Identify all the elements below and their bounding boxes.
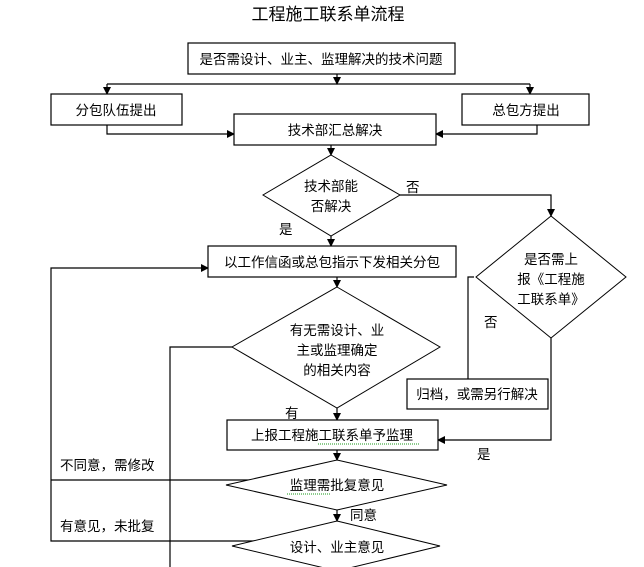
node-question: 是否需设计、业主、监理解决的技术问题 xyxy=(187,42,456,75)
node-subcontractor-label: 分包队伍提出 xyxy=(76,103,157,119)
edge-label-yes-2: 是 xyxy=(477,447,491,463)
arrow-gen-to-tech xyxy=(435,125,538,138)
edge-label-agree: 同意 xyxy=(350,507,377,524)
node-report-supervisor: 上报工程施工联系单予监理 xyxy=(226,419,439,451)
decision-design-owner: 设计、业主意见 xyxy=(231,520,441,567)
node-report-supervisor-label: 上报工程施工联系单予监理 xyxy=(251,428,413,444)
decision-supervisor-reply-label: 监理需批复意见 xyxy=(290,477,385,494)
decision-needs-confirm-line1: 有无需设计、业 xyxy=(290,323,385,339)
node-tech-dept: 技术部汇总解决 xyxy=(233,113,437,146)
decision-need-report-line2: 报《工程施 xyxy=(517,272,585,288)
node-archive: 归档，或需另行解决 xyxy=(406,378,549,410)
edge-label-has: 有 xyxy=(285,406,299,422)
node-question-label: 是否需设计、业主、监理解决的技术问题 xyxy=(200,52,443,68)
decision-supervisor-reply: 监理需批复意见 xyxy=(225,459,448,511)
decision-need-report-line3: 工联系单》 xyxy=(517,292,585,308)
arrow-sub-to-tech xyxy=(106,125,235,138)
decision-need-report: 是否需上 报《工程施 工联系单》 xyxy=(475,215,627,339)
decision-can-solve-line2: 否解决 xyxy=(311,199,352,215)
arrow-report-no xyxy=(467,276,474,380)
decision-can-solve: 技术部能 否解决 xyxy=(262,154,401,237)
decision-can-solve-line1: 技术部能 xyxy=(304,179,358,195)
line-confirm-none xyxy=(169,346,232,567)
node-subcontractor: 分包队伍提出 xyxy=(50,93,183,126)
flowchart-title: 工程施工联系单流程 xyxy=(252,5,405,25)
arrow-report-yes xyxy=(437,337,552,444)
decision-needs-confirm: 有无需设计、业 主或监理确定 的相关内容 xyxy=(230,286,441,409)
decision-design-owner-label: 设计、业主意见 xyxy=(290,539,385,556)
edge-label-no-1: 否 xyxy=(406,180,420,196)
decision-needs-confirm-line3: 的相关内容 xyxy=(303,362,371,379)
edge-label-disagree: 不同意，需修改 xyxy=(60,457,155,474)
decision-needs-confirm-line2: 主或监理确定 xyxy=(297,343,378,359)
arrow-decision-no xyxy=(400,194,555,217)
decision-need-report-line1: 是否需上 xyxy=(524,252,578,268)
node-issue-instruction: 以工作信函或总包指示下发相关分包 xyxy=(207,245,457,278)
edge-label-yes-1: 是 xyxy=(279,222,293,238)
node-archive-label: 归档，或需另行解决 xyxy=(416,386,538,403)
node-tech-dept-label: 技术部汇总解决 xyxy=(288,123,383,139)
connectors xyxy=(50,74,555,567)
edge-label-no-2: 否 xyxy=(484,315,498,331)
node-general-contractor-label: 总包方提出 xyxy=(492,103,560,119)
node-issue-instruction-label: 以工作信函或总包指示下发相关分包 xyxy=(224,255,440,271)
node-general-contractor: 总包方提出 xyxy=(461,93,590,126)
edge-label-not-approved: 有意见，未批复 xyxy=(60,518,155,535)
loop-back-arrow xyxy=(50,264,258,542)
